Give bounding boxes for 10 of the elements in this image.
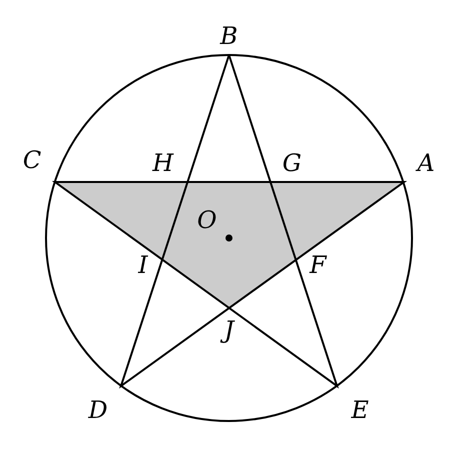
point-label: D (88, 397, 108, 423)
point-label: A (417, 150, 435, 176)
point-label: H (152, 150, 174, 176)
point-label: B (220, 23, 238, 49)
point-label: C (22, 147, 42, 173)
point-label: F (310, 252, 326, 278)
point-label: I (138, 252, 148, 278)
point-label: O (197, 207, 217, 233)
point-label: G (282, 150, 302, 176)
point-label: E (351, 397, 369, 423)
